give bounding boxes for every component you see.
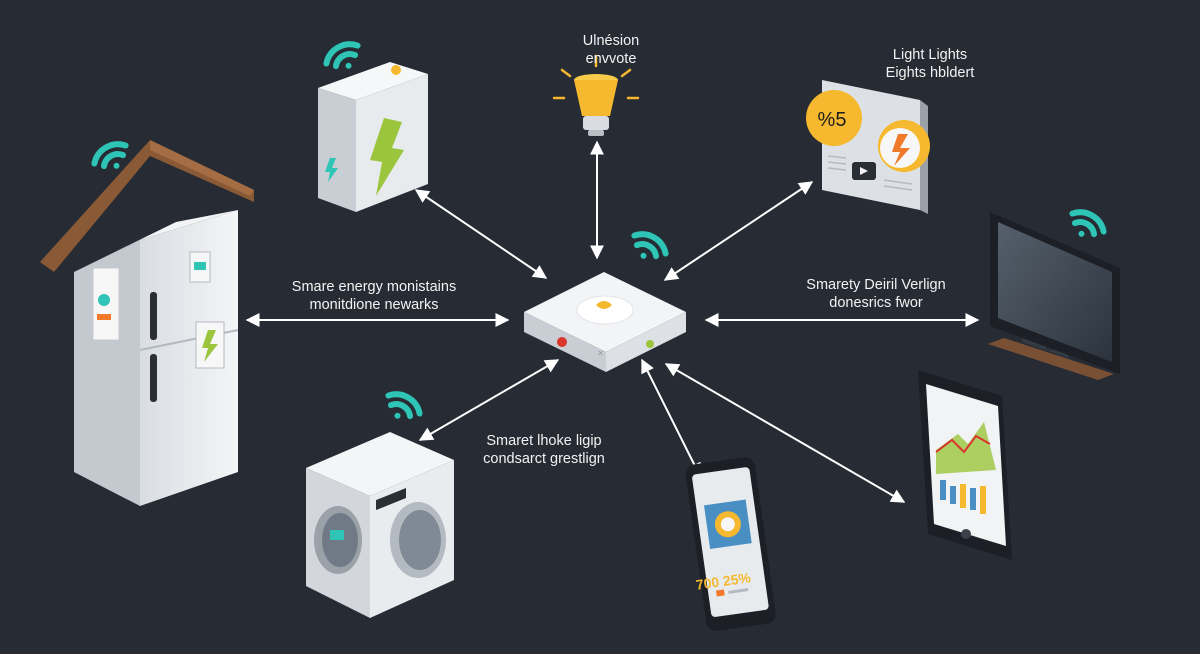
washing-machine-icon [306,432,454,618]
arrow-phone-hub [641,358,701,478]
panel-badge-text: %5 [818,109,847,131]
label-top-center: Ulnésion envvote [556,32,666,68]
wifi-icon [91,141,129,170]
label-bottom-center-line1: Smaret lhoke ligip [486,433,602,449]
lightning-icon [370,118,404,196]
label-top-right: Light Lights Eights hbldert [860,46,1000,82]
label-left-line2: monitdione newarks [309,297,439,313]
arrow-router-hub [414,189,548,279]
label-left-line1: Smare energy monistains [291,279,457,295]
arrow-tablet-hub [664,363,906,503]
label-left: Smare energy monistains monitdione newar… [264,278,484,314]
label-bottom-center-line2: condsarct grestlign [483,451,605,467]
label-top-right-line1: Light Lights [892,47,968,63]
wifi-icon [323,41,361,70]
tablet-chart-icon [918,370,1012,560]
phone-screen-text: 700 25% [695,569,753,593]
label-top-center-line1: Ulnésion [582,33,640,49]
refrigerator-device [74,210,239,506]
lightning-icon [325,158,338,182]
label-top-center-line2: envvote [585,51,637,67]
smartphone-icon [685,457,776,631]
hub-icon: × [524,272,686,372]
monitor-icon [988,212,1120,380]
label-right-line1: Smarety Deiril Verlign [806,277,946,293]
connection-arrows [245,140,980,503]
svg-text:×: × [598,348,603,358]
arrow-panel-hub [663,181,814,281]
lightning-icon [202,330,218,362]
house-roof-icon [40,140,254,272]
wifi-icon [631,231,669,260]
control-panel-device [806,80,930,214]
label-right: Smarety Deiril Verlign donesrics fwor [786,276,966,312]
arrow-washer-hub [418,359,560,441]
light-bulb-icon [552,54,640,136]
wifi-icon [1069,209,1107,238]
label-right-line2: donesrics fwor [829,295,923,311]
label-bottom-center: Smaret lhoke ligip condsarct grestlign [464,432,624,468]
label-top-right-line2: Eights hbldert [885,65,975,81]
energy-monitor-device [318,62,428,212]
wifi-icon [385,391,423,420]
